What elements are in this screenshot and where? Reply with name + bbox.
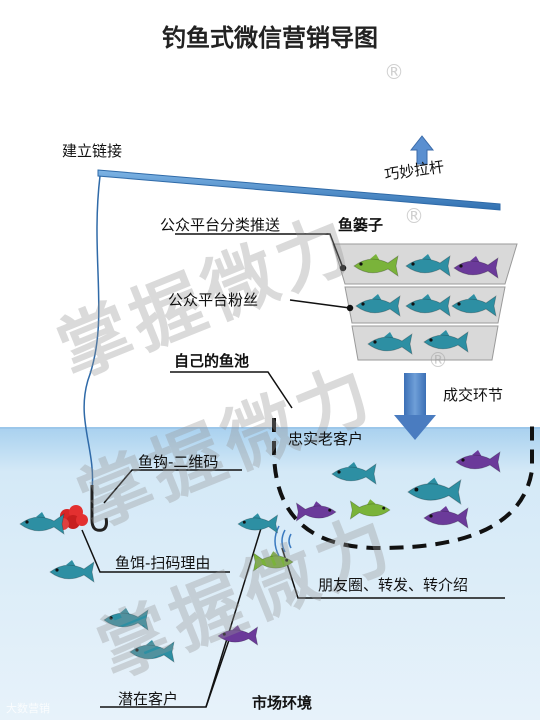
label-potential: 潜在客户	[118, 690, 179, 708]
label-fish-basket: 鱼篓子	[338, 216, 384, 234]
connector-potential-2	[205, 524, 263, 708]
registered-mark-3: ®	[428, 348, 448, 372]
own-pond-outline	[272, 418, 534, 551]
fish-icon	[367, 332, 413, 355]
corner-logo: 大数营销	[6, 702, 50, 715]
fish-icon	[405, 254, 451, 277]
fish-icon	[331, 462, 377, 485]
fish-icon	[453, 256, 499, 279]
fish-icon	[103, 608, 149, 631]
label-push-category: 公众平台分类推送	[160, 216, 281, 234]
fish-icon	[455, 450, 501, 473]
fish-icon	[49, 560, 95, 583]
fish-icon	[353, 254, 399, 277]
fishing-rod	[97, 169, 501, 211]
label-moments: 朋友圈、转发、转介绍	[318, 576, 469, 594]
fish-icon	[237, 513, 279, 534]
fish-icon	[217, 625, 259, 646]
registered-mark-2: ®	[404, 204, 424, 228]
fish-icon	[423, 330, 469, 353]
connector-push	[175, 233, 344, 269]
label-own-pond: 自己的鱼池	[174, 352, 250, 370]
fish-icon	[451, 294, 497, 317]
fish-icon	[349, 499, 391, 520]
connector-fans	[289, 299, 351, 309]
pull-up-arrow	[409, 135, 435, 165]
label-market: 市场环境	[252, 694, 313, 712]
fish-icon	[355, 294, 401, 317]
connector-hook	[103, 469, 242, 504]
fish-icon	[129, 640, 175, 663]
label-deal: 成交环节	[443, 386, 504, 404]
label-build-link: 建立链接	[62, 142, 123, 160]
fish-icon	[423, 506, 469, 529]
label-loyal-customers: 忠实老客户	[288, 430, 364, 448]
share-signal-icon	[274, 525, 292, 557]
bait	[57, 505, 88, 530]
connector-bait	[81, 529, 230, 573]
page-title: 钓鱼式微信营销导图	[162, 24, 378, 52]
fish-icon	[407, 477, 462, 506]
fish-icon	[19, 512, 65, 535]
label-platform-fans: 公众平台粉丝	[168, 291, 259, 309]
fish-icon	[295, 501, 337, 522]
label-bait: 鱼饵-扫码理由	[115, 554, 211, 572]
fish-icon	[405, 294, 451, 317]
registered-mark-1: ®	[384, 60, 404, 84]
label-hook: 鱼钩-二维码	[138, 453, 219, 471]
fish-icon	[252, 551, 294, 572]
fish-hook	[90, 485, 108, 532]
fishing-line	[83, 175, 101, 491]
deal-arrow	[394, 373, 436, 440]
connector-own-pond	[170, 371, 293, 409]
